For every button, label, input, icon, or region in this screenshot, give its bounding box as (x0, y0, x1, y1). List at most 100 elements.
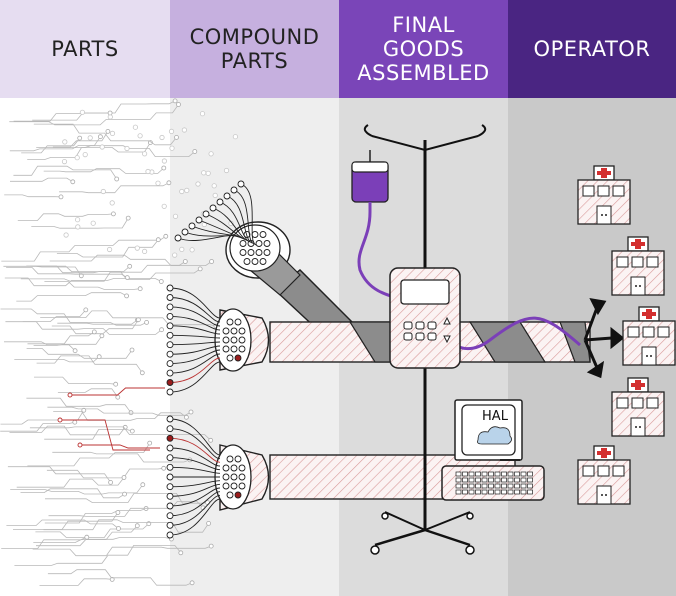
keyboard-key (514, 489, 520, 495)
highlighted-node (67, 392, 73, 398)
circuit-node (82, 152, 88, 158)
circuit-trace (33, 525, 138, 543)
keyboard-key (462, 477, 468, 483)
wire-terminal (166, 322, 174, 330)
connector-pin (259, 231, 267, 238)
circuit-node (79, 109, 86, 115)
keyboard-key (488, 483, 494, 489)
circuit-trace (0, 308, 147, 326)
connector-wire (219, 201, 251, 243)
wire-terminal (230, 186, 238, 194)
circuit-node (147, 440, 153, 446)
keyboard-key (514, 471, 520, 477)
connector-pin (247, 249, 255, 256)
connector-pin (230, 345, 238, 353)
circuit-trace (14, 356, 100, 363)
connector-wire (233, 189, 255, 245)
circuit-node (84, 534, 90, 540)
header-label: COMPOUND PARTS (189, 25, 320, 73)
circuit-trace (39, 578, 113, 586)
circuit-trace (27, 442, 151, 467)
connector-pin (238, 464, 246, 472)
keyboard-key (475, 483, 481, 489)
circuit-trace (56, 239, 159, 258)
circuit-node (58, 194, 64, 200)
circuit-node (140, 482, 146, 488)
circuit-node (158, 279, 164, 284)
circuit-trace (17, 213, 114, 221)
circuit-trace (47, 569, 193, 586)
circuit-trace (20, 488, 125, 499)
circuit-trace (4, 277, 162, 287)
circuit-node (87, 135, 93, 141)
computer-icon (441, 399, 545, 501)
circuit-node (182, 259, 188, 264)
keyboard-key (468, 489, 475, 495)
circuit-node (212, 192, 218, 198)
circuit-trace (51, 319, 139, 335)
circuit-node (111, 211, 116, 217)
keyboard-key (462, 483, 468, 489)
connector-pin (238, 327, 246, 335)
circuit-trace (47, 406, 192, 416)
hospital-icons (577, 165, 676, 505)
connector-wire (205, 213, 247, 241)
circuit-node (159, 134, 165, 141)
connector-pin (230, 473, 238, 481)
hospital-icon (611, 236, 665, 296)
connector-pin (238, 336, 246, 344)
connector-pin (238, 473, 246, 481)
connector-wire (169, 341, 221, 346)
circuit-node (179, 188, 185, 195)
circuit-node (161, 158, 167, 164)
lower-cable-connector (214, 444, 270, 511)
circuit-node (75, 217, 81, 223)
circuit-trace (43, 519, 209, 533)
connector-wire (169, 480, 221, 488)
connector-pin (226, 455, 234, 463)
circuit-node (107, 246, 113, 253)
keyboard-key (468, 483, 475, 489)
circuit-trace (57, 388, 119, 398)
circuit-trace (44, 429, 133, 440)
circuit-trace (5, 321, 162, 335)
connector-wire (169, 437, 221, 463)
connector-wire (169, 334, 221, 339)
circuit-trace (6, 267, 128, 278)
parts-column-bg (0, 0, 170, 596)
wire-terminal (237, 180, 245, 188)
circuit-node (115, 394, 121, 400)
circuit-trace (35, 523, 150, 538)
circuit-node (134, 245, 140, 251)
keyboard-key (520, 471, 527, 477)
connector-wire (169, 487, 221, 507)
keyboard-key (527, 483, 533, 489)
connector-wire (169, 349, 221, 365)
circuit-trace (59, 182, 170, 194)
circuit-node (100, 188, 106, 195)
keyboard-key (507, 477, 514, 483)
highlighted-trace (80, 444, 160, 449)
circuit-node (99, 144, 105, 150)
connector-wire (169, 491, 221, 517)
circuit-node (125, 215, 131, 221)
circuit-node (142, 151, 148, 157)
circuit-node (208, 151, 214, 157)
keyboard-key (475, 477, 481, 483)
circuit-trace (7, 466, 111, 483)
header-operator: OPERATOR (508, 0, 676, 98)
wire-terminal (166, 415, 174, 423)
keyboard-key (507, 483, 514, 489)
circuit-trace (21, 137, 81, 154)
circuit-trace (32, 100, 176, 121)
circuit-node (105, 128, 111, 134)
keyboard-key (527, 489, 533, 495)
circuit-node (161, 465, 167, 471)
wire-terminal (166, 312, 174, 320)
connector-wire (169, 361, 221, 393)
keyboard-key (488, 489, 494, 495)
header-final-goods: FINAL GOODS ASSEMBLED (339, 0, 508, 98)
connector-wire (169, 306, 221, 327)
circuit-node (124, 293, 129, 299)
wire-terminal (166, 341, 174, 349)
